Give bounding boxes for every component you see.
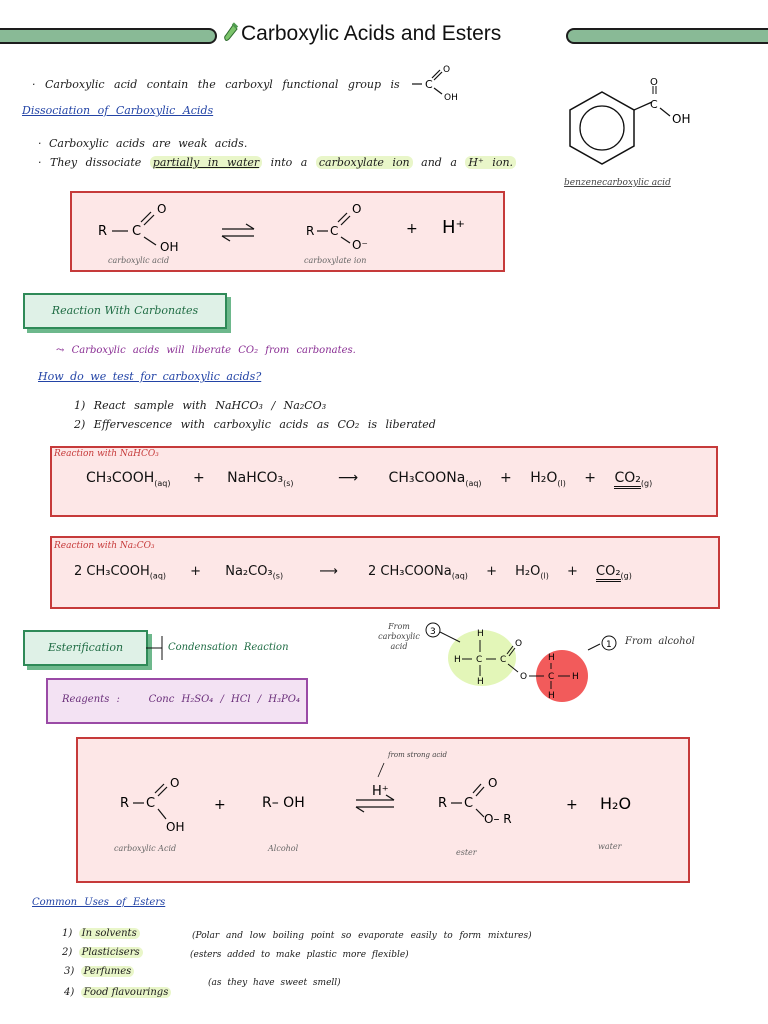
svg-text:O: O	[352, 202, 361, 216]
title-bar: Carboxylic Acids and Esters	[0, 20, 768, 48]
bracket-connector	[146, 636, 163, 660]
benzenecarboxylic-acid-structure: C O OH	[569, 77, 690, 165]
svg-text:+: +	[406, 221, 418, 237]
esterification-equation: R C O OH + R– OH H⁺ from strong acid R C…	[114, 751, 631, 857]
dissociation-equation-box: R C O OH R C O O⁻ + H⁺ carboxylic acid c…	[70, 191, 505, 272]
svg-text:R: R	[120, 796, 129, 811]
test-step-1: 1) React sample with NaHCO₃ / Na₂CO₃	[74, 399, 327, 412]
svg-text:H: H	[477, 677, 484, 687]
svg-text:OH: OH	[672, 112, 690, 126]
svg-text:OH: OH	[166, 820, 184, 834]
svg-text:R– OH: R– OH	[262, 795, 305, 811]
carboxyl-group-drawing: C O OH	[412, 65, 458, 103]
svg-text:+: +	[214, 797, 226, 813]
na2co3-reaction-box: Reaction with Na₂CO₃ 2 CH₃COOH(aq) + Na₂…	[50, 536, 720, 609]
condensation-label: Condensation Reaction	[168, 642, 289, 653]
carbonates-note: ⤳ Carboxylic acids will liberate CO₂ fro…	[56, 345, 356, 356]
svg-text:C: C	[425, 78, 433, 91]
svg-text:H: H	[548, 653, 555, 663]
use-note-2: (esters added to make plastic more flexi…	[190, 950, 409, 960]
dissociation-equation: R C O OH R C O O⁻ + H⁺ carboxylic acid c…	[98, 202, 465, 265]
svg-text:H⁺: H⁺	[372, 784, 389, 799]
svg-text:OH: OH	[160, 240, 178, 254]
use-note-1: (Polar and low boiling point so evaporat…	[192, 931, 532, 941]
svg-text:+: +	[566, 797, 578, 813]
test-tube-icon	[224, 22, 239, 41]
na2co3-equation: 2 CH₃COOH(aq) + Na₂CO₃(s) ⟶ 2 CH₃COONa(a…	[74, 564, 632, 582]
svg-text:H⁺: H⁺	[442, 217, 465, 238]
svg-text:C: C	[650, 98, 658, 111]
na2co3-label: Reaction with Na₂CO₃	[54, 541, 155, 551]
svg-text:Alcohol: Alcohol	[267, 844, 299, 853]
svg-text:from strong acid: from strong acid	[387, 751, 448, 759]
svg-text:C: C	[132, 224, 141, 239]
ester-formation-diagram: 3 H H C C H O O C H H H 1	[425, 622, 617, 702]
title-bar-left	[0, 28, 217, 44]
svg-text:1: 1	[606, 640, 612, 650]
svg-text:C: C	[500, 655, 506, 665]
esterification-equation-box: R C O OH + R– OH H⁺ from strong acid R C…	[76, 737, 690, 883]
dissociation-heading: Dissociation of Carboxylic Acids	[22, 104, 214, 117]
from-acid-label: From carboxylic acid	[378, 622, 420, 651]
nahco3-equation: CH₃COOH(aq) + NaHCO₃(s) ⟶ CH₃COONa(aq) +…	[86, 470, 653, 489]
svg-text:H: H	[454, 655, 461, 665]
svg-text:H: H	[477, 629, 484, 639]
svg-text:C: C	[330, 224, 338, 238]
page-title: Carboxylic Acids and Esters	[224, 20, 564, 48]
svg-text:C: C	[146, 796, 155, 811]
test-step-2: 2) Effervescence with carboxylic acids a…	[74, 418, 436, 431]
use-note-3: (as they have sweet smell)	[208, 978, 341, 988]
svg-text:O: O	[520, 672, 527, 682]
svg-text:O: O	[488, 776, 497, 790]
svg-text:carboxylate ion: carboxylate ion	[304, 256, 366, 265]
from-alcohol-label: From alcohol	[625, 636, 695, 647]
svg-text:O: O	[157, 202, 166, 216]
svg-text:C: C	[548, 672, 554, 682]
svg-text:water: water	[598, 842, 623, 851]
svg-text:H: H	[548, 691, 555, 701]
svg-text:O: O	[650, 77, 658, 88]
svg-text:carboxylic acid: carboxylic acid	[108, 256, 169, 265]
page-title-text: Carboxylic Acids and Esters	[241, 22, 502, 45]
svg-text:OH: OH	[444, 93, 458, 103]
svg-text:C: C	[476, 655, 482, 665]
svg-text:H: H	[572, 672, 579, 682]
svg-text:R: R	[98, 224, 107, 239]
svg-text:O: O	[170, 776, 179, 790]
intro-text: · Carboxylic acid contain the carboxyl f…	[32, 78, 400, 91]
svg-text:O⁻: O⁻	[352, 238, 368, 252]
use-item-4: 4) Food flavourings	[64, 987, 172, 998]
use-item-2: 2) Plasticisers	[62, 947, 143, 958]
svg-text:R: R	[438, 796, 447, 811]
use-item-1: 1) In solvents	[62, 928, 140, 939]
svg-text:3: 3	[430, 627, 436, 637]
title-bar-right	[566, 28, 768, 44]
nahco3-label: Reaction with NaHCO₃	[54, 449, 159, 459]
dissociation-bullet-1: · Carboxylic acids are weak acids.	[38, 137, 248, 150]
reagents-text: Reagents : Conc H₂SO₄ / HCl / H₃PO₄	[62, 694, 300, 705]
use-item-3: 3) Perfumes	[64, 966, 135, 977]
nahco3-reaction-box: Reaction with NaHCO₃ CH₃COOH(aq) + NaHCO…	[50, 446, 718, 517]
esterification-heading: Esterification	[23, 630, 148, 666]
test-question: How do we test for carboxylic acids?	[38, 370, 262, 383]
svg-text:O: O	[443, 65, 450, 75]
benzene-caption: benzenecarboxylic acid	[564, 178, 671, 188]
uses-heading: Common Uses of Esters	[32, 897, 166, 908]
svg-text:H₂O: H₂O	[600, 794, 631, 813]
carbonates-heading: Reaction With Carbonates	[23, 293, 227, 329]
svg-text:C: C	[464, 796, 473, 811]
svg-text:ester: ester	[456, 848, 478, 857]
dissociation-bullet-2: · They dissociate partially in water int…	[38, 156, 517, 169]
svg-text:carboxylic Acid: carboxylic Acid	[114, 844, 176, 853]
reagents-box: Reagents : Conc H₂SO₄ / HCl / H₃PO₄	[46, 678, 308, 724]
arrow-icon: ⤳	[56, 345, 65, 356]
svg-text:O– R: O– R	[484, 812, 512, 826]
svg-text:O: O	[515, 639, 522, 649]
svg-text:R: R	[306, 224, 314, 238]
